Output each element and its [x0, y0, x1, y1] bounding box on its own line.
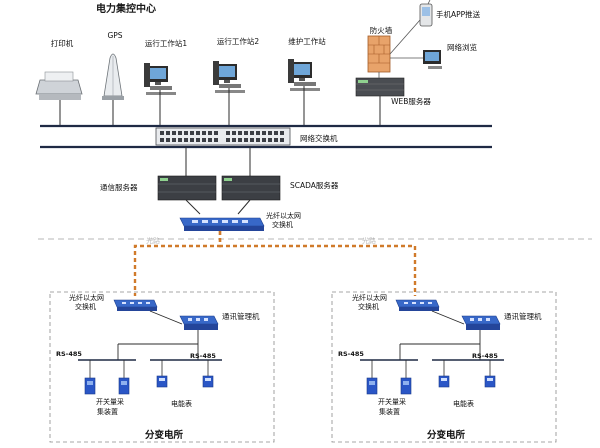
collector-device-icon: [366, 377, 378, 395]
scada-server: SCADA服务器: [221, 175, 339, 201]
web-browse-label: 网络浏览: [447, 42, 477, 52]
sub2-fiber-switch-label-2: 交换机: [358, 302, 379, 311]
mobile-label: 手机APP推送: [436, 9, 481, 19]
phone-icon: [419, 0, 433, 27]
sub2-name: 分变电所: [427, 429, 466, 441]
sub1-collector-label-2: 集装置: [97, 407, 118, 416]
dmz-links: [378, 19, 423, 78]
web-browse-terminal: 网络浏览: [423, 42, 477, 69]
fiber-switch-icon: [113, 299, 158, 311]
sub2-collector-label-2: 集装置: [379, 407, 400, 416]
sub1-fiber-switch-label-2: 交换机: [75, 302, 96, 311]
sub2-fiber-switch-label-1: 光纤以太网: [352, 293, 387, 302]
printer: 打印机: [35, 38, 83, 100]
sub1-rs485-right: RS-485: [190, 352, 216, 360]
pc-icon: [423, 50, 442, 69]
substation-2: 光纤以太网 交换机 通讯管理机 RS-485 RS-485 开关量采: [338, 293, 542, 441]
firewall-icon: [367, 35, 391, 73]
sub2-collector-label-1: 开关量采: [378, 397, 406, 406]
substation-1: 光纤以太网 交换机 通讯管理机 RS-485 RS-485 开关量采: [56, 293, 260, 441]
sub1-fiber-switch-label-1: 光纤以太网: [69, 293, 104, 302]
fiber-switch-icon: [395, 299, 440, 311]
web-server: WEB服务器: [355, 77, 431, 106]
scada-server-label: SCADA服务器: [290, 180, 339, 190]
communication-server: 通信服务器: [100, 175, 217, 201]
fiber-links: [133, 231, 417, 296]
collector-device-icon: [84, 377, 96, 395]
server-links: [185, 147, 251, 176]
energy-meter-icon: [438, 375, 450, 388]
op1-label: 运行工作站1: [145, 38, 187, 48]
energy-meter-icon: [156, 375, 168, 388]
firewall-label: 防火墙: [370, 25, 393, 35]
sub1-name: 分变电所: [145, 429, 184, 441]
gps-label: GPS: [107, 31, 122, 40]
gps-antenna-icon: [102, 53, 124, 100]
fiber-switch-icon: [179, 217, 265, 231]
fiber-switch-top-label-1: 光纤以太网: [266, 211, 301, 220]
title: 电力集控中心: [96, 2, 156, 15]
substation-box-2: [331, 291, 557, 443]
maint-label: 维护工作站: [288, 36, 326, 46]
comm-server-label: 通信服务器: [100, 182, 138, 192]
network-switch: 网络交换机: [155, 127, 338, 146]
sub2-rs485-right: RS-485: [472, 352, 498, 360]
sub1-collector-label-1: 开关量采: [96, 397, 124, 406]
server-to-fiber-links: [185, 199, 251, 215]
backbone-bus: [40, 124, 492, 149]
op2-label: 运行工作站2: [217, 36, 259, 46]
web-server-label: WEB服务器: [391, 96, 431, 106]
printer-icon: [35, 71, 83, 100]
drop-cables: [59, 86, 381, 126]
server-icon: [355, 77, 405, 97]
fiber-switch-top-label-2: 交换机: [272, 220, 293, 229]
gps: GPS: [102, 31, 124, 100]
mobile-app: 手机APP推送: [419, 0, 481, 27]
pc-icon: [288, 59, 316, 86]
pc-icon: [144, 63, 172, 90]
operator-workstation-1: 运行工作站1: [144, 38, 187, 95]
energy-meter-icon: [484, 375, 496, 388]
operator-workstation-2: 运行工作站2: [213, 36, 259, 93]
collector-device-icon: [118, 377, 130, 395]
fiber-switch-top: 光纤以太网 交换机: [179, 211, 301, 231]
sub2-meter-label: 电能表: [453, 399, 474, 408]
firewall: 防火墙: [367, 25, 393, 73]
sub1-comm-manager-label: 通讯管理机: [222, 311, 260, 321]
sub1-meter-label: 电能表: [171, 399, 192, 408]
pc-icon: [213, 61, 241, 88]
fiber-link-right: [218, 231, 417, 296]
fiber-label-left: 光路: [146, 236, 160, 245]
substation-box-1: [49, 291, 275, 443]
fiber-label-right: 光路: [362, 236, 376, 245]
collector-device-icon: [400, 377, 412, 395]
server-icon: [221, 175, 281, 201]
printer-label: 打印机: [51, 38, 74, 48]
sub1-rs485-left: RS-485: [56, 350, 82, 358]
energy-meter-icon: [202, 375, 214, 388]
switch-icon: [155, 127, 291, 146]
maintenance-workstation: 维护工作站: [288, 36, 326, 91]
sub2-comm-manager-label: 通讯管理机: [504, 311, 542, 321]
comm-manager-icon: [179, 315, 219, 330]
network-switch-label: 网络交换机: [300, 133, 338, 143]
comm-manager-icon: [461, 315, 501, 330]
server-icon: [157, 175, 217, 201]
sub2-rs485-left: RS-485: [338, 350, 364, 358]
